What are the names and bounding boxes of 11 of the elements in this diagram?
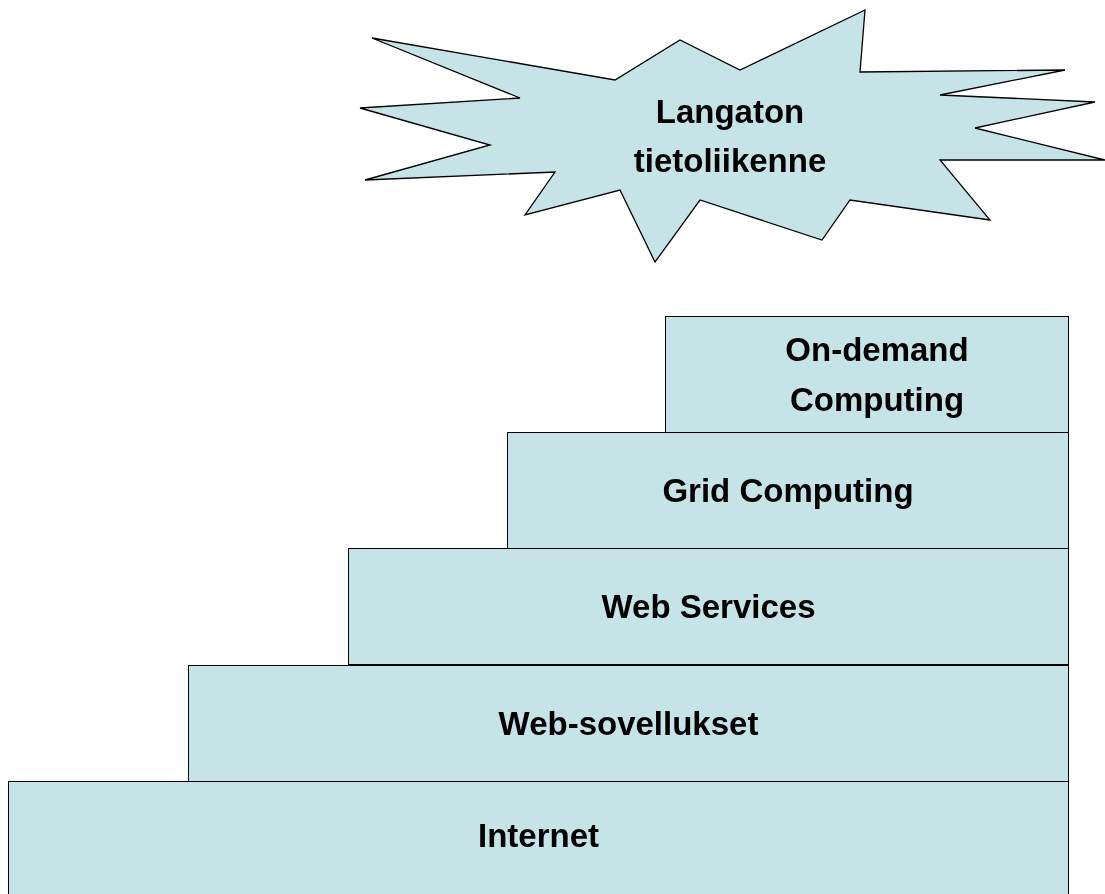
step-band [188, 665, 1069, 782]
step-label: Web Services [601, 586, 816, 627]
step-band [8, 781, 1069, 894]
step-label: Web-sovellukset [498, 703, 759, 744]
step-band [507, 432, 1069, 549]
step-band [665, 316, 1069, 433]
step-label: Internet [478, 816, 599, 857]
step-label: Grid Computing [662, 470, 914, 511]
step-band [348, 548, 1069, 665]
starburst-label: Langaton tietoliikenne [632, 91, 828, 181]
step-label: On-demand Computing [784, 330, 970, 420]
